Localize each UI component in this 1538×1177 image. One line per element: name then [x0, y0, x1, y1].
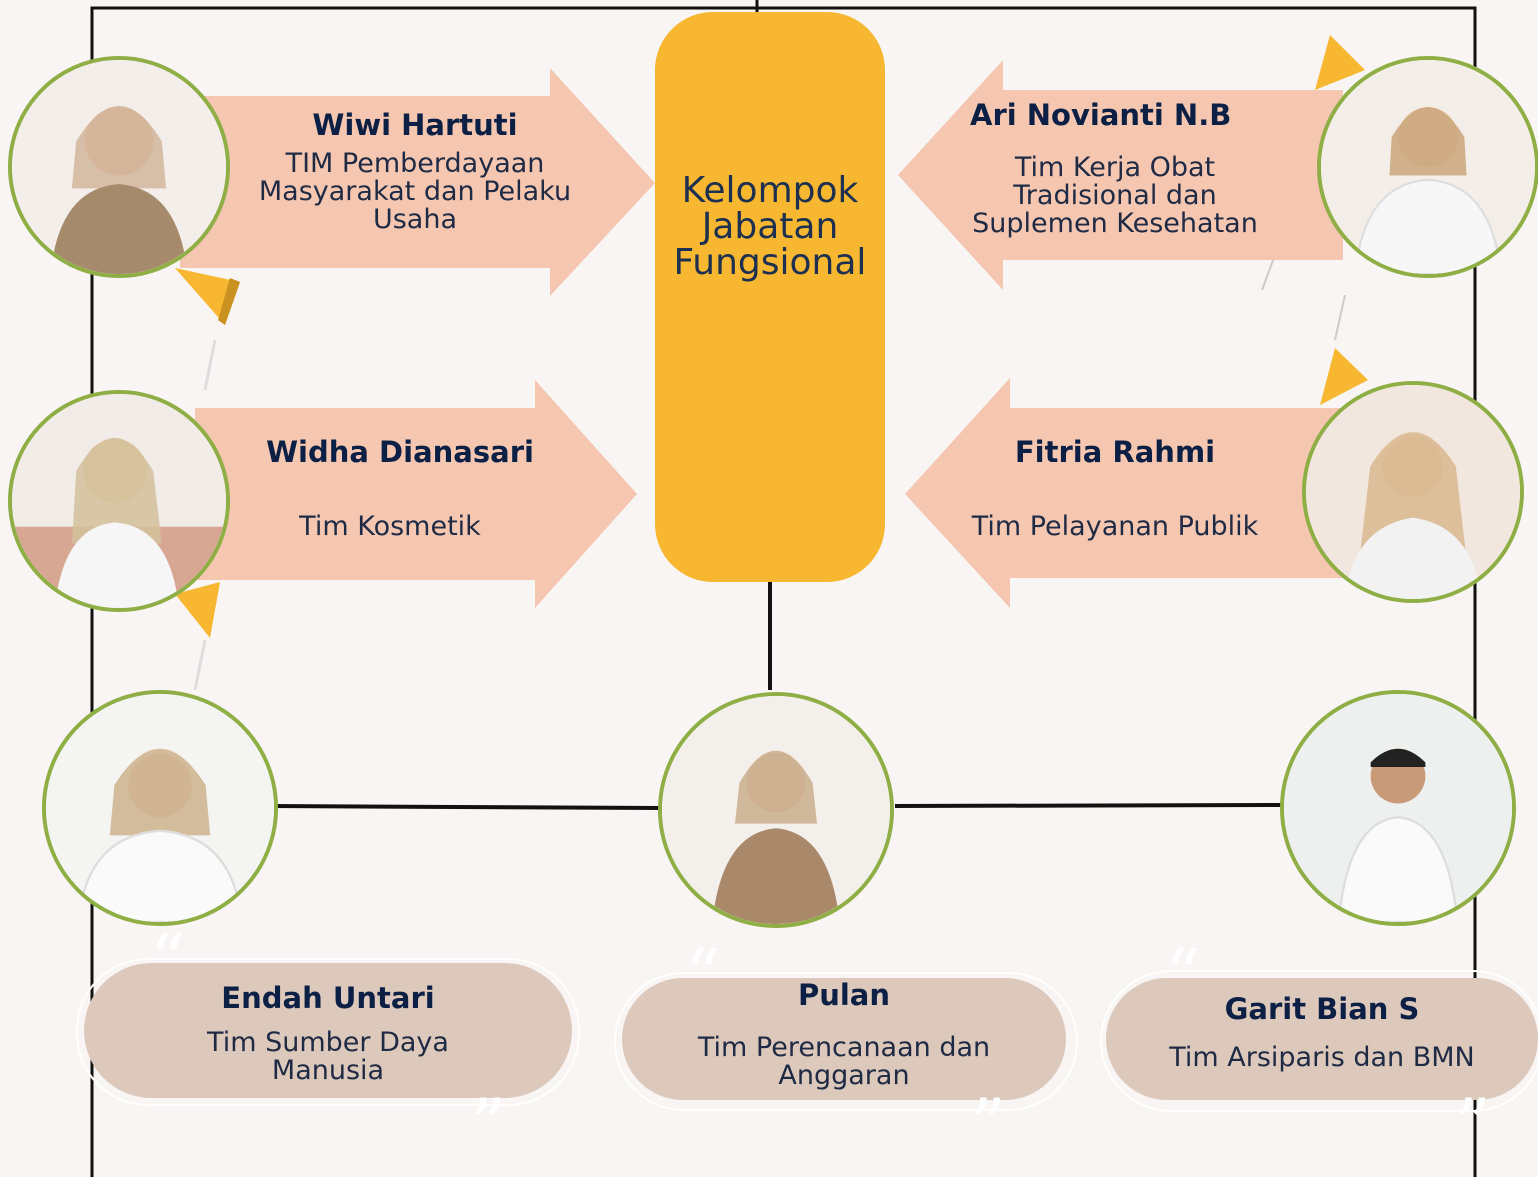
- person-photo-icon: [46, 694, 274, 922]
- card-fitria: Fitria Rahmi Tim Pelayanan Publik: [960, 435, 1270, 541]
- pill-outline-endah: [76, 958, 580, 1106]
- member-team: Tim Pelayanan Publik: [971, 511, 1259, 542]
- person-photo-icon: [12, 60, 226, 274]
- arrow-ari: [898, 60, 1343, 290]
- avatar-garit: [1280, 690, 1516, 926]
- member-name: Pulan: [797, 978, 891, 1012]
- quote-close-icon: ”: [970, 1084, 1006, 1166]
- member-team: Tim Kosmetik: [299, 511, 481, 542]
- member-name: Wiwi Hartuti: [312, 108, 518, 142]
- member-team: Tim Perencanaan dan Anggaran: [697, 1032, 991, 1091]
- person-photo-icon: [1321, 60, 1535, 274]
- avatar-ari: [1317, 56, 1538, 278]
- person-photo-icon: [1284, 694, 1512, 922]
- quote-open-icon: “: [685, 934, 721, 1016]
- person-photo-icon: [1306, 385, 1520, 599]
- person-photo-icon: [12, 394, 226, 608]
- member-team: Tim Sumber Daya Manusia: [207, 1027, 449, 1086]
- quote-open-icon: “: [1165, 934, 1201, 1016]
- member-name: Widha Dianasari: [266, 435, 534, 469]
- member-name: Fitria Rahmi: [1014, 435, 1216, 469]
- member-team: TIM Pemberdayaan Masyarakat dan Pelaku U…: [258, 148, 572, 235]
- card-garit: Garit Bian S Tim Arsiparis dan BMN: [1106, 978, 1538, 1100]
- member-team: Tim Kerja Obat Tradisional dan Suplemen …: [972, 152, 1258, 239]
- member-name: Ari Novianti N.B: [970, 98, 1232, 132]
- card-wiwi: Wiwi Hartuti TIM Pemberdayaan Masyarakat…: [240, 108, 590, 234]
- avatar-widha: [8, 390, 230, 612]
- quote-open-icon: “: [150, 919, 186, 1001]
- center-label: Kelompok Jabatan Fungsional: [673, 170, 867, 283]
- card-pulan: Pulan Tim Perencanaan dan Anggaran: [622, 978, 1066, 1100]
- avatar-endah: [42, 690, 278, 926]
- arrow-wiwi: [180, 68, 655, 296]
- pill-outline-pulan: [614, 972, 1078, 1111]
- card-ari: Ari Novianti N.B Tim Kerja Obat Tradisio…: [945, 98, 1285, 238]
- member-name: Endah Untari: [221, 981, 435, 1015]
- quote-close-icon: ”: [1455, 1084, 1491, 1166]
- member-team: Tim Arsiparis dan BMN: [1169, 1042, 1475, 1073]
- quote-close-icon: ”: [470, 1084, 506, 1166]
- center-group-box: Kelompok Jabatan Fungsional: [655, 12, 885, 582]
- pill-outline-garit: [1100, 970, 1538, 1112]
- card-endah: Endah Untari Tim Sumber Daya Manusia: [84, 963, 572, 1098]
- person-photo-icon: [662, 696, 890, 924]
- avatar-wiwi: [8, 56, 230, 278]
- avatar-fitria: [1302, 381, 1524, 603]
- arrow-fitria: [905, 378, 1343, 608]
- arrow-widha: [195, 380, 637, 608]
- avatar-pulan: [658, 692, 894, 928]
- card-widha: Widha Dianasari Tim Kosmetik: [240, 435, 560, 541]
- member-name: Garit Bian S: [1224, 992, 1420, 1026]
